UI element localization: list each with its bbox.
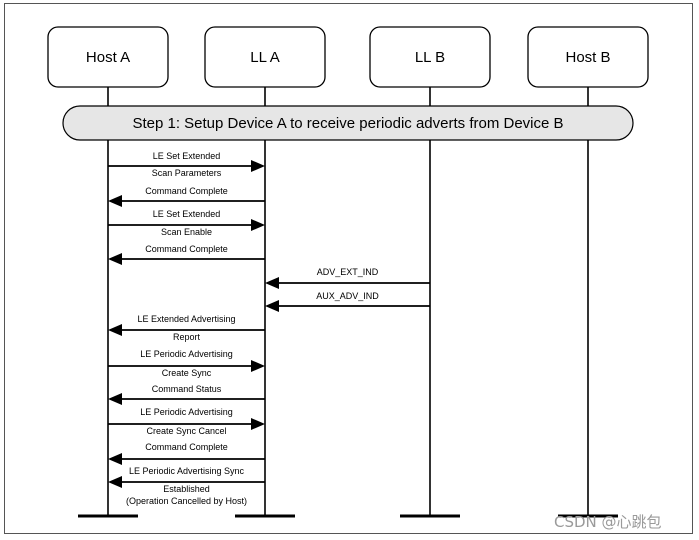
message-label: Established: [163, 484, 210, 494]
actor-ll-a: LL A: [204, 26, 326, 88]
actor-box: [369, 26, 491, 88]
arrow-head: [251, 219, 265, 231]
arrow-head: [108, 195, 122, 207]
message-label: LE Periodic Advertising: [140, 349, 233, 359]
arrow-head: [108, 324, 122, 336]
message-arrow: Command Complete: [108, 244, 265, 265]
message-label: LE Extended Advertising: [137, 314, 235, 324]
actor-host-a: Host A: [47, 26, 169, 88]
message-label: LE Periodic Advertising Sync: [129, 466, 245, 476]
message-arrow: ADV_EXT_IND: [265, 267, 430, 289]
message-label: Command Complete: [145, 244, 228, 254]
arrow-head: [251, 418, 265, 430]
arrow-head: [265, 277, 279, 289]
actor-label: LL A: [250, 49, 279, 66]
message-label: Create Sync Cancel: [146, 426, 226, 436]
actor-label: LL B: [415, 49, 445, 66]
step-label: Step 1: Setup Device A to receive period…: [132, 115, 563, 132]
arrow-head: [265, 300, 279, 312]
message-label: AUX_ADV_IND: [316, 291, 379, 301]
arrow-head: [108, 476, 122, 488]
message-label: LE Periodic Advertising: [140, 407, 233, 417]
message-label: Create Sync: [162, 368, 212, 378]
message-arrow: Command Complete: [108, 442, 265, 465]
message-label: LE Set Extended: [153, 151, 221, 161]
actor-label: Host A: [86, 49, 130, 66]
message-label: Scan Parameters: [152, 168, 222, 178]
message-label: Command Complete: [145, 186, 228, 196]
arrow-head: [251, 360, 265, 372]
message-label: LE Set Extended: [153, 209, 221, 219]
actor-box: [527, 26, 649, 88]
actor-box: [204, 26, 326, 88]
diagram-frame: [4, 3, 693, 534]
actor-host-b: Host B: [527, 26, 649, 88]
actor-label: Host B: [565, 49, 610, 66]
message-label: Command Status: [152, 384, 222, 394]
message-label: Scan Enable: [161, 227, 212, 237]
message-arrow: Command Complete: [108, 186, 265, 207]
arrow-head: [108, 453, 122, 465]
message-arrow: AUX_ADV_IND: [265, 291, 430, 312]
message-label: Report: [173, 332, 201, 342]
actor-box: [47, 26, 169, 88]
watermark: CSDN @心跳包: [554, 513, 662, 531]
step-banner: [62, 105, 634, 141]
arrow-head: [108, 393, 122, 405]
message-label: ADV_EXT_IND: [317, 267, 379, 277]
actor-ll-b: LL B: [369, 26, 491, 88]
arrow-head: [108, 253, 122, 265]
message-arrow: Command Status: [108, 384, 265, 405]
message-label: Command Complete: [145, 442, 228, 452]
message-label: (Operation Cancelled by Host): [126, 496, 247, 506]
arrow-head: [251, 160, 265, 172]
